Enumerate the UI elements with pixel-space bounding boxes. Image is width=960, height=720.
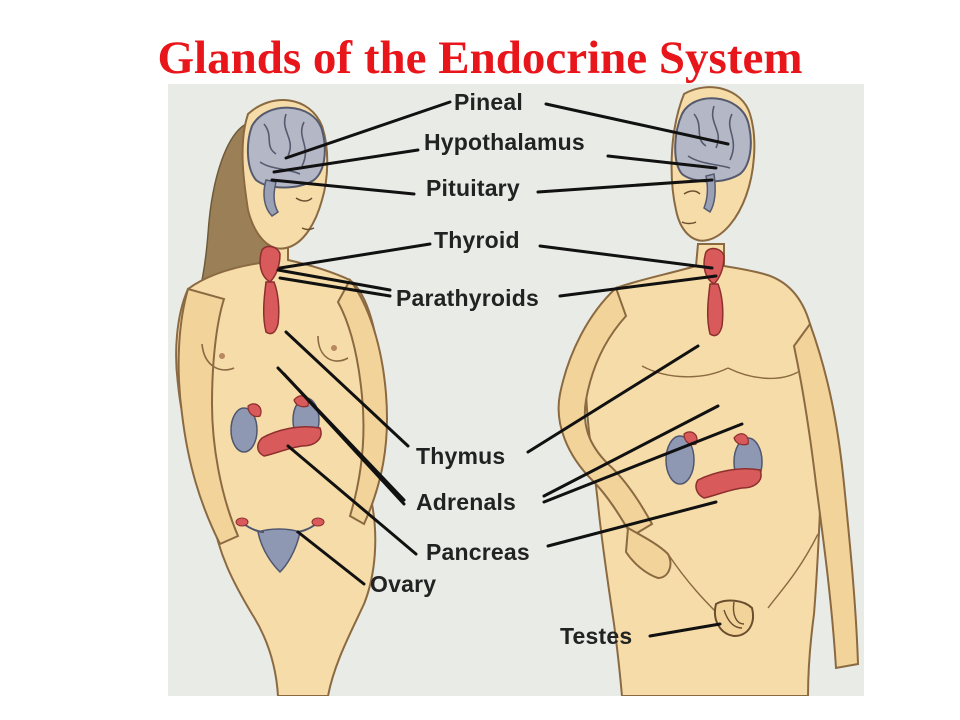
label-thyroid: Thyroid — [434, 227, 520, 253]
leader-thymus-female — [284, 330, 410, 448]
leader-thymus-male — [526, 344, 700, 454]
label-adrenals: Adrenals — [416, 489, 516, 515]
leader-pituitary-male — [536, 178, 714, 194]
female-right-nipple — [331, 345, 337, 351]
female-left-kidney — [230, 407, 258, 453]
leader-pineal-female — [284, 100, 452, 160]
label-pineal: Pineal — [454, 89, 523, 115]
female-left-adrenal — [247, 403, 262, 418]
male-thyroid — [703, 247, 725, 285]
leader-adrenals-male-a — [542, 404, 720, 498]
label-thymus: Thymus — [416, 443, 505, 469]
female-left-breast — [201, 343, 235, 371]
leader-adrenals-male-b — [542, 422, 744, 504]
leader-pineal-male — [544, 102, 730, 146]
leader-adrenals-female-b — [282, 372, 406, 506]
leader-pancreas-female — [286, 444, 418, 556]
female-trachea — [262, 281, 280, 335]
leader-pituitary-female — [270, 178, 416, 196]
male-right-adrenal — [733, 433, 749, 446]
female-left-ovary — [235, 517, 249, 527]
label-testes: Testes — [560, 623, 632, 649]
female-brain-folds — [259, 113, 307, 175]
label-ovary: Ovary — [370, 571, 436, 597]
endocrine-diagram: Pineal Hypothalamus Pituitary Thyroid Pa… — [168, 84, 864, 696]
leader-ovary-female — [296, 530, 366, 586]
male-hand — [624, 526, 672, 580]
female-brain-stem — [263, 179, 280, 217]
label-pancreas: Pancreas — [426, 539, 530, 565]
female-pancreas — [257, 426, 322, 457]
leader-testes-male — [648, 622, 722, 638]
male-left-kidney — [665, 435, 695, 485]
female-figure — [175, 99, 389, 696]
leader-hypothalamus-male — [606, 154, 718, 170]
label-pituitary: Pituitary — [426, 175, 520, 201]
female-left-nipple — [219, 353, 225, 359]
leader-parathyroids-female-b — [278, 276, 392, 298]
male-right-arm — [792, 321, 860, 670]
male-brain-folds — [687, 105, 735, 169]
leader-parathyroids-female-a — [276, 268, 392, 292]
female-mouth — [301, 227, 315, 231]
female-closed-eye — [295, 197, 313, 202]
male-figure — [557, 86, 860, 696]
leader-thyroid-male — [538, 244, 714, 270]
male-mouth — [681, 221, 697, 225]
female-right-arm — [336, 278, 389, 526]
male-eye — [683, 190, 701, 195]
leader-pancreas-male — [546, 500, 718, 548]
female-right-ovary — [311, 517, 325, 527]
male-chest-line — [641, 365, 799, 380]
leader-parathyroids-male — [558, 274, 718, 298]
leader-lines — [270, 100, 744, 638]
male-trachea — [706, 283, 724, 337]
label-parathyroids: Parathyroids — [396, 285, 539, 311]
female-right-breast — [317, 335, 349, 362]
male-pancreas — [695, 467, 762, 499]
male-testes-detail — [723, 601, 745, 629]
slide-title: Glands of the Endocrine System — [157, 32, 803, 84]
female-uterus — [257, 528, 301, 574]
leader-thyroid-female — [278, 242, 432, 270]
gland-labels: Pineal Hypothalamus Pituitary Thyroid Pa… — [370, 89, 632, 649]
leader-hypothalamus-female — [272, 148, 420, 174]
male-brain-stem — [703, 173, 716, 214]
male-left-adrenal — [683, 431, 698, 446]
label-hypothalamus: Hypothalamus — [424, 129, 585, 155]
endocrine-illustration: Pineal Hypothalamus Pituitary Thyroid Pa… — [168, 84, 864, 696]
